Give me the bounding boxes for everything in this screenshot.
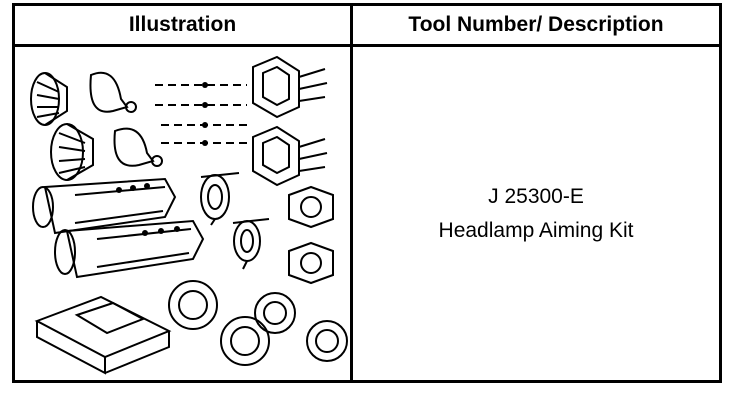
adapter-ring-1 bbox=[168, 280, 218, 330]
calibration-rods bbox=[155, 82, 247, 146]
adapter-plate-1 bbox=[288, 185, 334, 229]
holder-2 bbox=[232, 218, 270, 270]
header-illustration: Illustration bbox=[128, 13, 237, 36]
mounting-bracket-2 bbox=[252, 125, 328, 187]
storage-case bbox=[34, 295, 172, 375]
tool-description-cell: J 25300-E Headlamp Aiming Kit bbox=[353, 47, 719, 380]
adapter-plate-2 bbox=[288, 241, 334, 285]
header-divider bbox=[15, 44, 719, 47]
mounting-bracket-1 bbox=[252, 55, 328, 119]
adapter-ring-3 bbox=[254, 292, 296, 334]
kit-drawing bbox=[30, 55, 348, 375]
tool-description: Headlamp Aiming Kit bbox=[438, 218, 634, 242]
adapter-ring-2 bbox=[220, 316, 270, 366]
lens-cone-2 bbox=[113, 127, 163, 167]
tool-table: Illustration Tool Number/ Description bbox=[12, 3, 722, 383]
column-divider bbox=[350, 6, 353, 380]
adapter-ring-4 bbox=[306, 320, 348, 362]
headlamp-aiming-kit-illustration bbox=[15, 47, 350, 380]
tool-number: J 25300-E bbox=[488, 184, 584, 208]
aimer-unit-2 bbox=[54, 219, 205, 279]
aimer-unit-1 bbox=[32, 177, 177, 235]
holder-1 bbox=[200, 172, 240, 226]
lens-cone-1 bbox=[89, 71, 137, 113]
header-tool-number-description: Tool Number/ Description bbox=[408, 13, 664, 36]
reflector-adapter-2 bbox=[50, 123, 94, 181]
reflector-adapter-1 bbox=[30, 72, 68, 126]
